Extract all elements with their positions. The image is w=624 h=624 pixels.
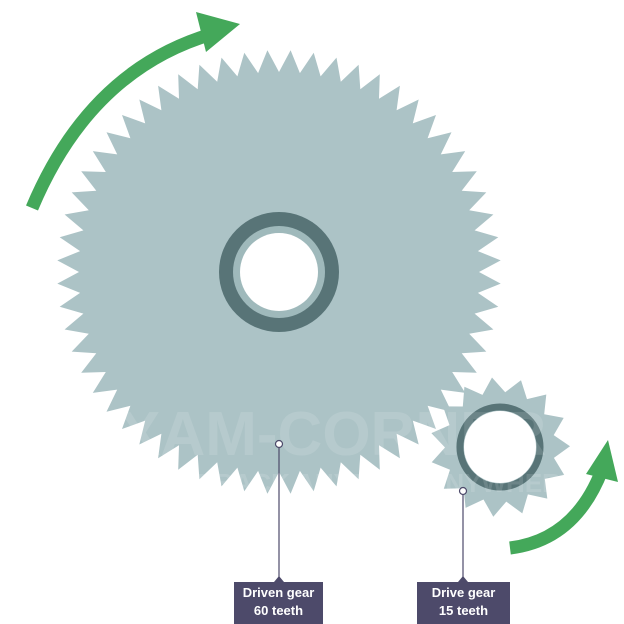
drive-rotation-arrow — [509, 467, 609, 555]
drive-gear-name: Drive gear — [431, 585, 496, 600]
watermark-text: EXAM-CORNER — [78, 400, 546, 469]
watermark-subtext: TIMELY FEEDBACK ANYTIME, ANYWHERE — [46, 468, 579, 498]
driven-gear-teeth: 60 teeth — [253, 603, 304, 618]
drive-gear-teeth: 15 teeth — [438, 603, 489, 618]
driven-leader-pointer — [274, 576, 284, 582]
drive-leader-pointer — [458, 576, 468, 582]
driven-gear-name: Driven gear — [242, 585, 315, 600]
driven-rotation-arrow — [26, 27, 214, 211]
drive-gear-label: Drive gear 15 teeth — [417, 582, 510, 624]
drive-gear-hub — [456, 403, 544, 491]
driven-leader-dot — [274, 439, 284, 449]
drive-arrowhead-icon — [586, 440, 618, 482]
drive-gear-axle-hole — [464, 411, 536, 483]
drive-leader-dot — [458, 486, 468, 496]
watermark: EXAM-CORNER TIMELY FEEDBACK ANYTIME, ANY… — [46, 400, 579, 498]
driven-arrowhead-icon — [196, 12, 240, 52]
driven-gear-label: Driven gear 60 teeth — [234, 582, 323, 624]
driven-gear-axle-hole — [240, 233, 318, 311]
